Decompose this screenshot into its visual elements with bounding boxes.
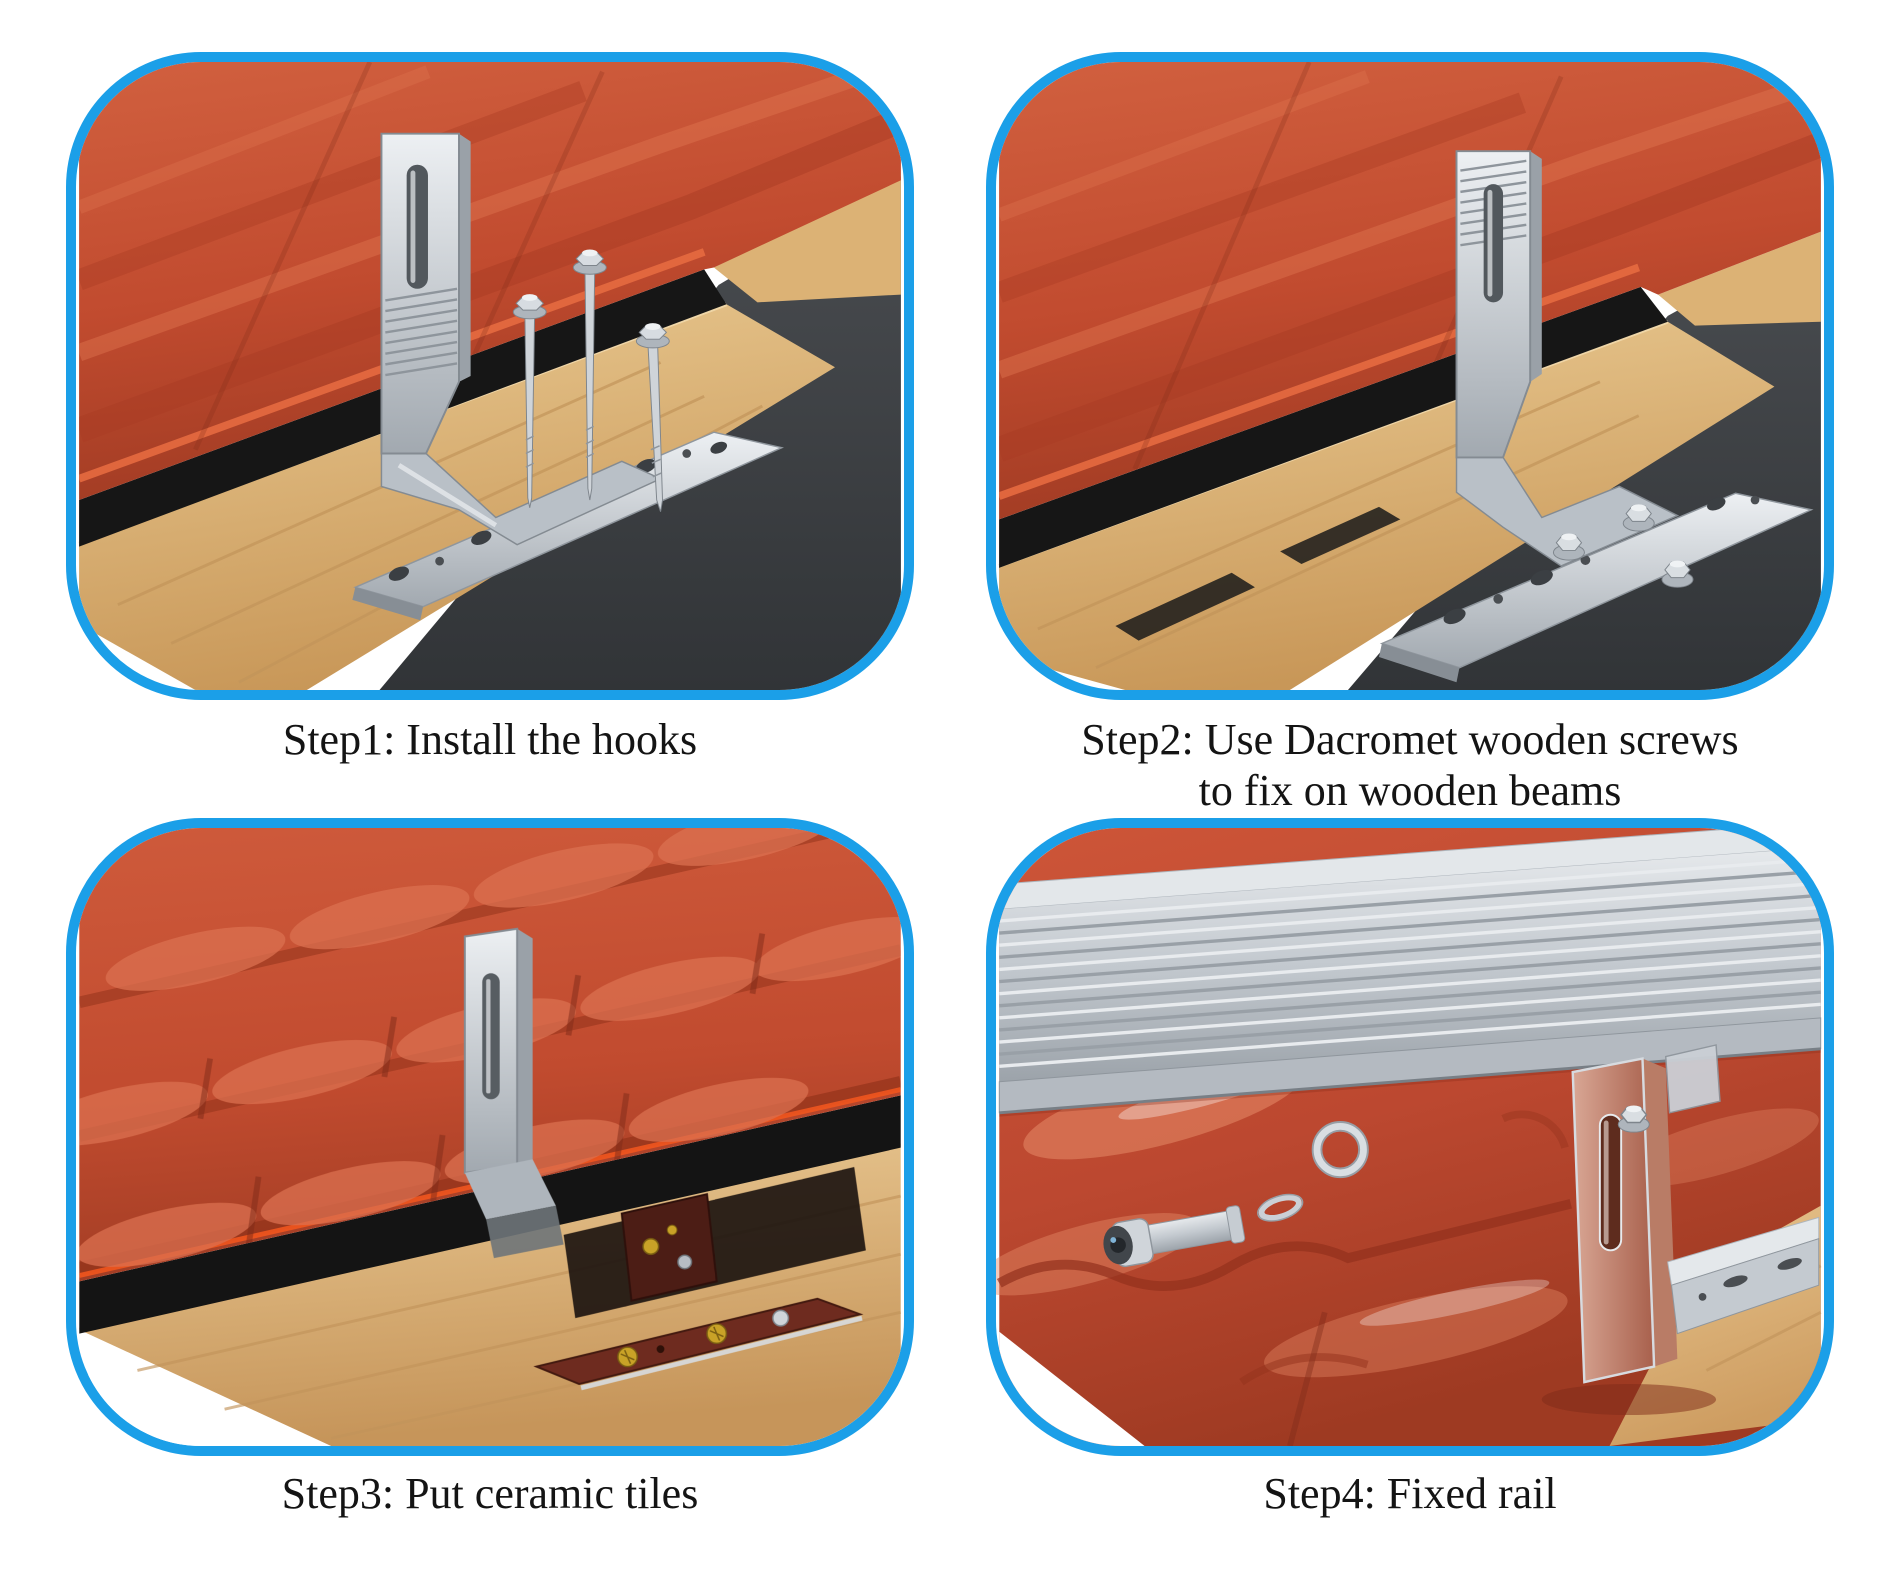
hex-bolt-2 [1622, 504, 1655, 532]
side-connector-plate [1667, 1216, 1820, 1335]
under-tile-bracket-assembly [533, 1167, 866, 1391]
hex-bolts [1552, 504, 1694, 588]
rail-hex-bolt [1617, 1105, 1650, 1133]
perforated-base-plate [1378, 492, 1814, 683]
step3-illustration [78, 828, 902, 1446]
step4-caption: Step4: Fixed rail [1263, 1469, 1557, 1518]
hex-bolt-1 [1552, 533, 1585, 561]
roof-hook [1455, 150, 1680, 567]
rafter-wood-edge [1658, 231, 1821, 326]
socket-head-bolt [1103, 1205, 1246, 1268]
roof-tiles [79, 62, 901, 501]
screw-1 [512, 294, 547, 508]
wood-screws [512, 249, 670, 512]
step2-panel [986, 52, 1834, 700]
rail-clamp-block [1664, 1044, 1721, 1114]
roof-hook [380, 132, 663, 546]
step1-caption: Step1: Install the hooks [282, 715, 698, 764]
roof-hook [463, 927, 564, 1259]
rafter-wood-edge [713, 176, 901, 303]
step3-panel [66, 818, 914, 1456]
screw-3 [635, 323, 670, 512]
step1-illustration [78, 62, 901, 690]
step4-illustration [996, 828, 1822, 1446]
step1-panel [66, 52, 914, 700]
roof-tiles [999, 62, 1821, 520]
step2-illustration [998, 62, 1821, 690]
hex-bolt-3 [1661, 560, 1694, 588]
step4-panel [986, 818, 1834, 1456]
washer-rings [1257, 1121, 1369, 1222]
screw-2 [572, 249, 607, 501]
hook-upright-plate [1541, 1057, 1717, 1416]
step2-caption: Step2: Use Dacromet wooden screws to fix… [1081, 715, 1739, 816]
step3-caption: Step3: Put ceramic tiles [281, 1469, 699, 1518]
mounting-rail [998, 828, 1822, 1117]
